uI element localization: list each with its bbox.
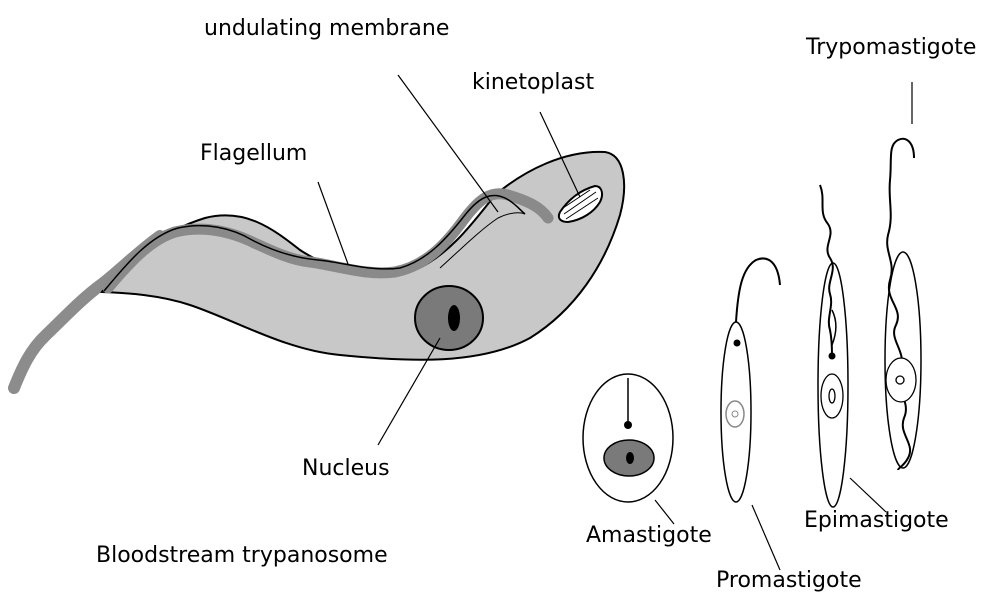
leader-undulating-membrane [398, 75, 498, 212]
label-bloodstream-trypanosome: Bloodstream trypanosome [96, 545, 388, 567]
leader-flagellum [318, 182, 348, 264]
label-nucleus: Nucleus [302, 458, 390, 480]
leader-epimastigote [850, 478, 886, 512]
label-flagellum: Flagellum [200, 143, 307, 165]
label-amastigote: Amastigote [586, 525, 712, 547]
nucleus-structure [415, 286, 483, 350]
amastigote-cell [583, 374, 673, 502]
label-trypomastigote: Trypomastigote [806, 37, 976, 59]
epimastigote-cell [818, 185, 848, 507]
leader-promastigote [752, 505, 780, 570]
promastigote-cell [721, 258, 780, 502]
label-epimastigote: Epimastigote [804, 510, 949, 532]
trypomastigote-cell [885, 139, 921, 470]
label-undulating-membrane: undulating membrane [204, 18, 449, 40]
trypanosome-body [102, 152, 624, 360]
leader-amastigote [655, 500, 674, 524]
label-kinetoplast: kinetoplast [472, 72, 594, 94]
label-promastigote: Promastigote [716, 570, 862, 592]
